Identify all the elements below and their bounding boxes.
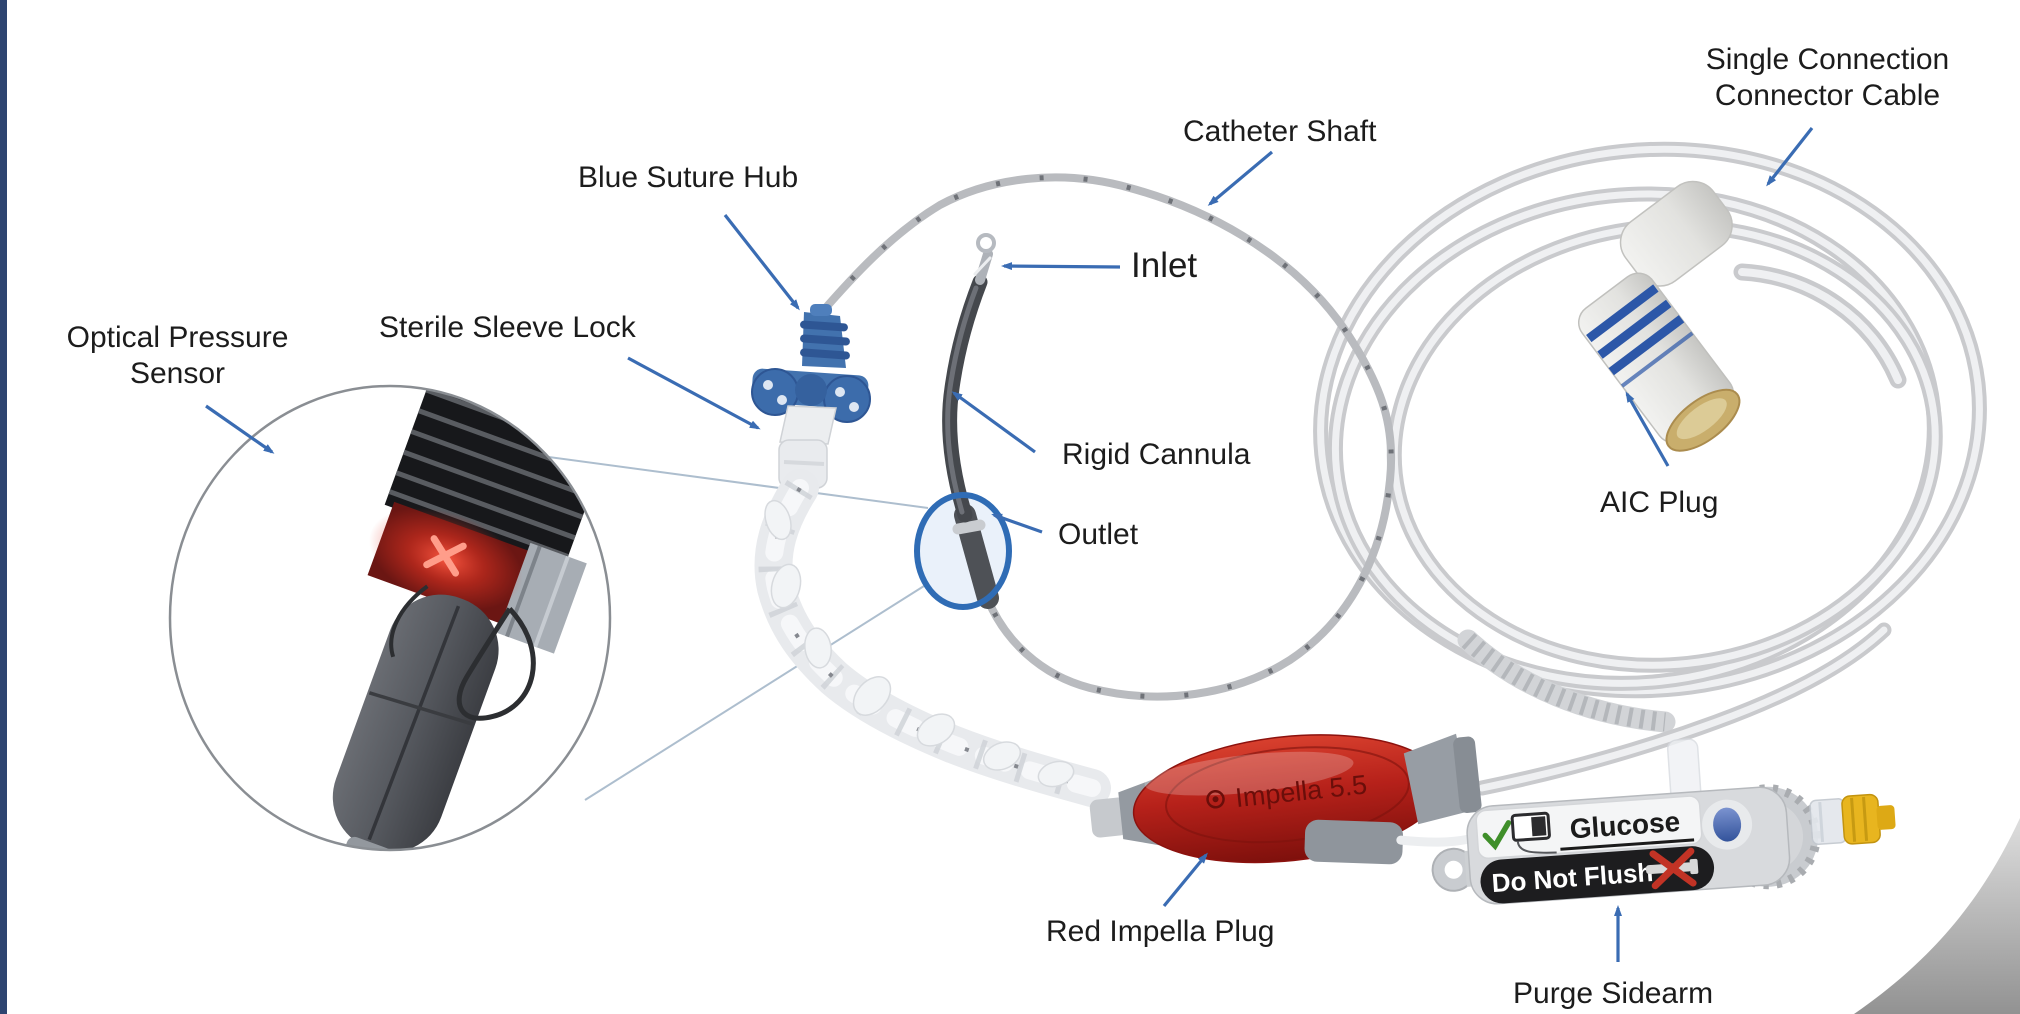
arrow-catheter-shaft (1207, 150, 1274, 206)
label-rigid-cannula: Rigid Cannula (1062, 438, 1251, 471)
arrow-rigid-cannula (951, 391, 1036, 454)
arrow-optical-pressure-sensor (205, 404, 275, 454)
arrow-red-impella-plug (1162, 852, 1208, 908)
annotation-arrows (205, 127, 1814, 962)
rigid-cannula (942, 274, 988, 523)
red-impella-plug: Impella 5.5 (1089, 733, 1482, 865)
sterile-sleeve (754, 469, 1111, 807)
arrow-aic-plug (1625, 391, 1670, 467)
label-optical-pressure-sensor: Optical Pressure Sensor (66, 321, 289, 390)
purge-sidearm: Glucose Do Not Flush (1431, 738, 1896, 905)
label-outlet: Outlet (1058, 518, 1139, 551)
arrow-single-connection (1766, 127, 1814, 187)
catheter-shaft (818, 173, 1396, 701)
arrow-outlet (991, 513, 1043, 534)
left-accent-bar (0, 0, 7, 1014)
optical-sensor-inset (168, 384, 612, 852)
blue-suture-hub (751, 304, 871, 423)
label-single-connection-connector-cable: Single Connection Connector Cable (1705, 43, 1950, 112)
label-sterile-sleeve-lock: Sterile Sleeve Lock (379, 311, 636, 344)
outlet-highlight-ring (914, 492, 1012, 610)
arrow-sterile-sleeve-lock (627, 356, 761, 430)
aic-plug (1577, 180, 1741, 452)
corner-curl-decoration (1854, 818, 2020, 1014)
glucose-marking: Glucose (1569, 806, 1681, 845)
label-blue-suture-hub: Blue Suture Hub (578, 161, 799, 194)
label-purge-sidearm: Purge Sidearm (1513, 977, 1714, 1010)
label-inlet: Inlet (1131, 246, 1198, 285)
arrow-inlet (1001, 262, 1121, 271)
check-icon (1482, 820, 1512, 851)
iv-bag-icon (1510, 811, 1557, 854)
inlet-tip (973, 233, 996, 285)
label-aic-plug: AIC Plug (1600, 486, 1719, 519)
no-flush-syringe-icon (1645, 847, 1699, 890)
label-catheter-shaft: Catheter Shaft (1183, 115, 1377, 148)
label-red-impella-plug: Red Impella Plug (1046, 915, 1275, 948)
arrow-blue-suture-hub (723, 214, 800, 311)
pump-outlet-section (952, 504, 999, 609)
